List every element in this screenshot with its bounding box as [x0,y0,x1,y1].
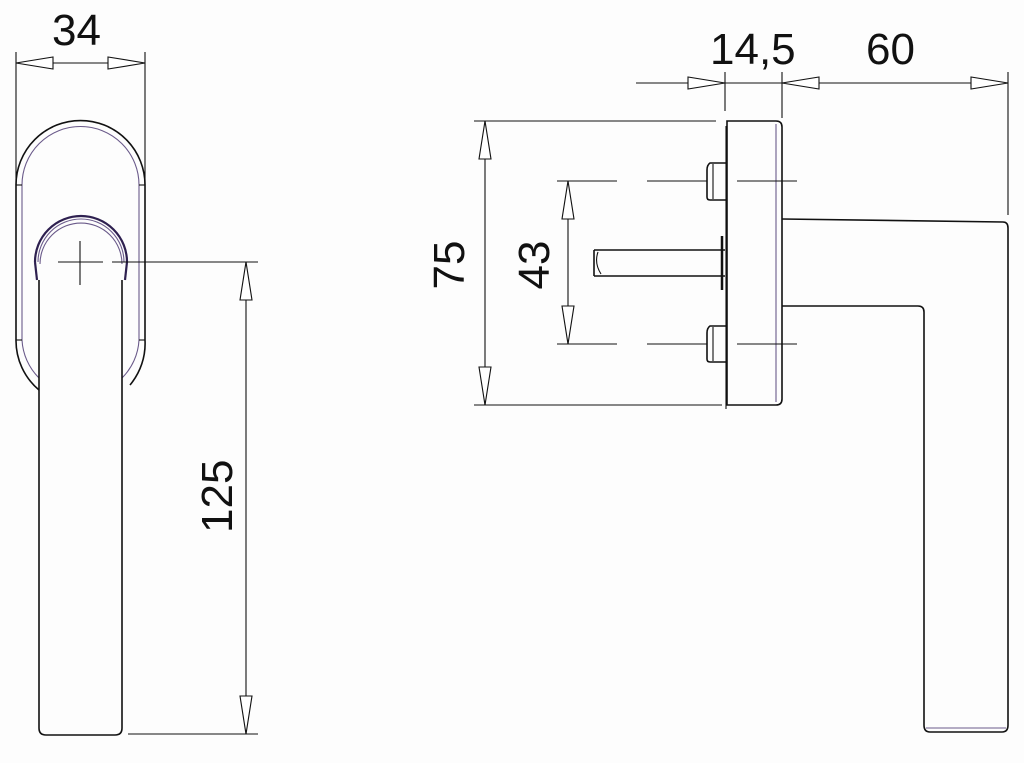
dim-rosette-depth: 14,5 [710,25,796,74]
dim-rosette-width: 34 [52,6,101,55]
dim-screw-spacing: 43 [510,240,559,290]
dim-rosette-height: 75 [425,240,474,290]
dim-handle-length: 125 [193,459,242,533]
side-view [474,72,1009,733]
front-view [15,52,258,736]
dim-handle-projection: 60 [866,25,915,74]
